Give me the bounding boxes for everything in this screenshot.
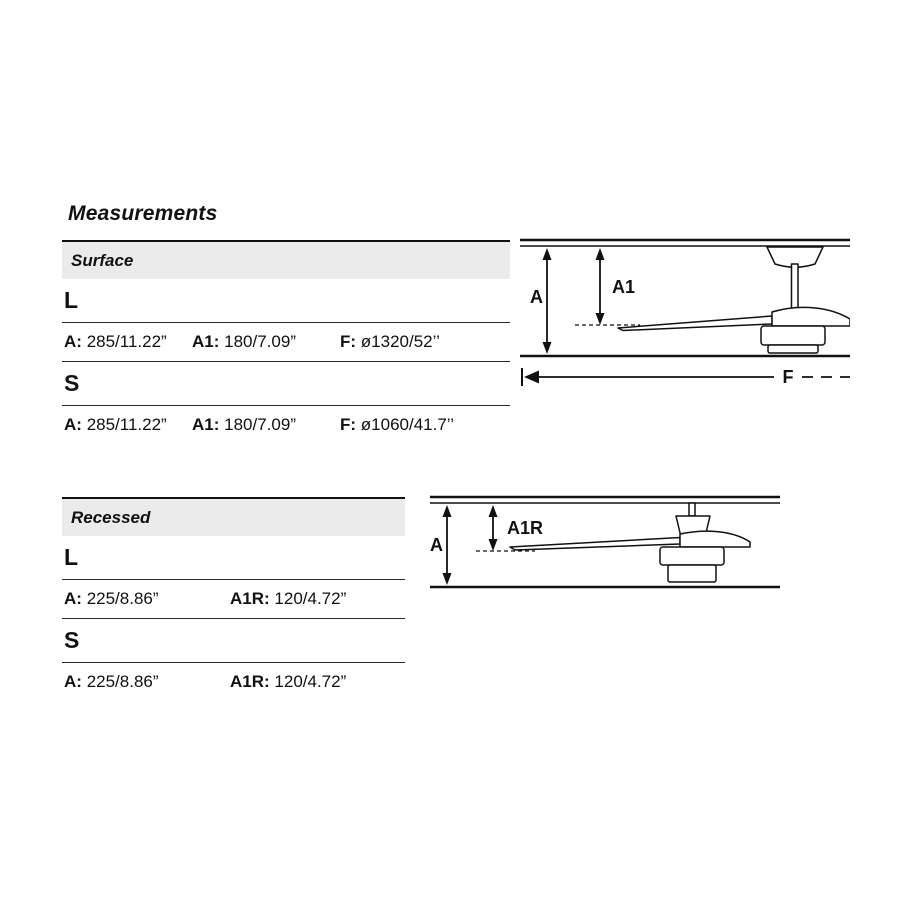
dimension-a: A: 225/8.86” [64,589,230,609]
dim-value: 285/11.22” [86,415,167,434]
dimension-label-f: F [783,367,794,387]
recessed-header-label: Recessed [71,507,151,527]
divider [62,405,510,406]
dimension-line-f [521,368,850,386]
dimension-a: A: 225/8.86” [64,672,230,692]
dim-value: 180/7.09” [224,332,296,351]
size-row-s: S [62,619,405,662]
table-top-rule [62,497,405,499]
ceiling-fan-icon [617,246,850,354]
dimension-arrow-a [442,505,452,585]
dim-label: A: [64,672,82,691]
dimension-arrow-a1 [595,248,605,325]
dim-value: 180/7.09” [224,415,296,434]
dimension-a: A: 285/11.22” [64,415,192,435]
dim-label: A: [64,415,82,434]
page-title: Measurements [68,202,218,225]
divider [62,618,405,619]
recessed-s-dimensions: A: 225/8.86” A1R: 120/4.72” [62,663,405,701]
dim-value: 285/11.22” [86,332,167,351]
recessed-l-dimensions: A: 225/8.86” A1R: 120/4.72” [62,580,405,618]
dimension-a1r: A1R: 120/4.72” [230,672,346,692]
recessed-mounting-diagram: A A1R [430,495,780,589]
dimension-label-a: A [530,287,543,307]
dimension-arrow-a [542,248,552,354]
divider [62,361,510,362]
dimension-a1r: A1R: 120/4.72” [230,589,346,609]
size-label: L [64,287,79,313]
dim-value: 225/8.86” [86,589,159,608]
dim-label: A1: [192,415,220,434]
divider [62,662,405,663]
table-top-rule [62,240,510,242]
dim-value: ø1060/41.7’’ [360,415,455,434]
size-label: S [64,627,80,653]
dim-value: 225/8.86” [86,672,159,691]
size-row-l: L [62,536,405,579]
ceiling-fan-icon [509,502,751,583]
dim-label: A1R: [230,672,270,691]
surface-s-dimensions: A: 285/11.22” A1: 180/7.09” F: ø1060/41.… [62,406,510,444]
dimension-a: A: 285/11.22” [64,332,192,352]
dim-value: 120/4.72” [274,589,347,608]
divider [62,579,405,580]
divider [62,322,510,323]
dimension-f: F: ø1320/52’’ [340,332,440,352]
dim-label: A: [64,589,82,608]
surface-table-header: Surface [62,242,510,279]
dim-label: A1: [192,332,220,351]
size-label: S [64,370,80,396]
size-row-l: L [62,279,510,322]
dimension-label-a1: A1 [612,277,635,297]
dimension-label-a1r: A1R [507,518,543,538]
dimension-a1: A1: 180/7.09” [192,415,340,435]
dimension-arrow-a1r [488,505,498,551]
dim-label: F: [340,332,357,351]
ceiling-lines [520,238,850,247]
surface-header-label: Surface [71,250,134,270]
surface-measurements-table: Surface L A: 285/11.22” A1: 180/7.09” F:… [62,240,510,444]
dim-label: A: [64,332,82,351]
dim-label: F: [340,415,357,434]
recessed-table-header: Recessed [62,499,405,536]
dim-label: A1R: [230,589,270,608]
dimension-a1: A1: 180/7.09” [192,332,340,352]
ceiling-lines [430,495,780,504]
dim-value: ø1320/52’’ [360,332,440,351]
dimension-label-a: A [430,535,443,555]
dimension-f: F: ø1060/41.7’’ [340,415,454,435]
size-label: L [64,544,79,570]
surface-l-dimensions: A: 285/11.22” A1: 180/7.09” F: ø1320/52’… [62,323,510,361]
surface-mounting-diagram: A A1 F [520,238,850,387]
dim-value: 120/4.72” [274,672,347,691]
size-row-s: S [62,362,510,405]
recessed-measurements-table: Recessed L A: 225/8.86” A1R: 120/4.72” S… [62,497,405,701]
